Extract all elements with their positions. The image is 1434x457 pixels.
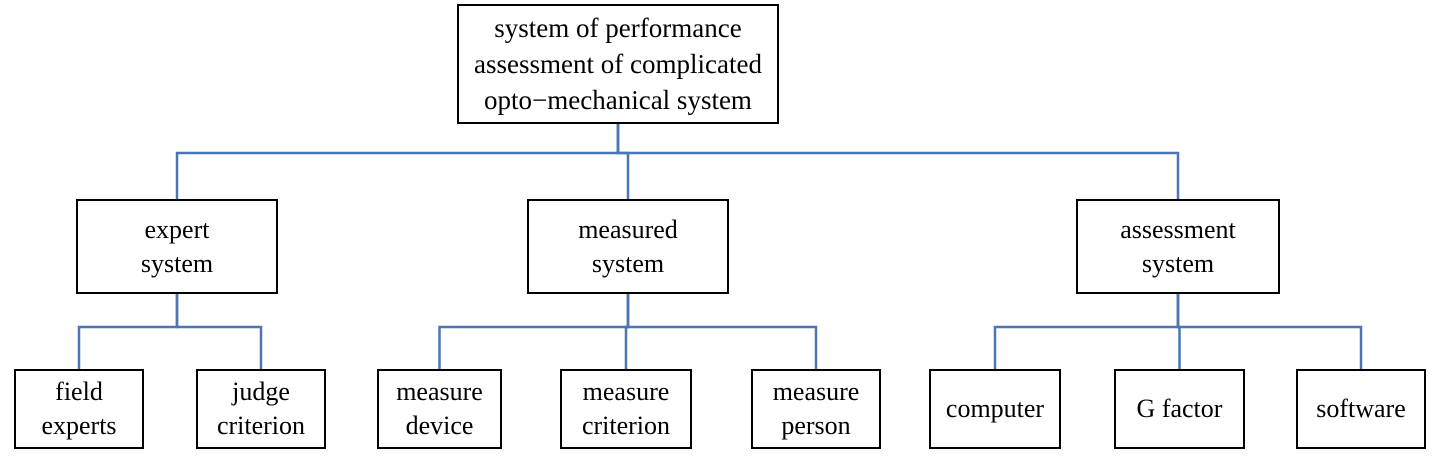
computer-node: computer xyxy=(929,369,1061,449)
software-node: software xyxy=(1296,369,1426,449)
measure-person-node: measure person xyxy=(751,369,881,449)
connector-root-to-measured-system xyxy=(616,124,630,199)
measure-device-node: measure device xyxy=(377,369,502,449)
connector-measured-system-to-measure-device xyxy=(438,294,630,369)
connector-expert-system-to-judge-criterion xyxy=(175,294,263,369)
g-factor-node: G factor xyxy=(1114,369,1245,449)
connector-assessment-system-to-computer xyxy=(993,294,1180,369)
connector-root-to-expert-system xyxy=(175,124,620,199)
connector-expert-system-to-field-experts xyxy=(77,294,179,369)
connector-assessment-system-to-software xyxy=(1176,294,1363,369)
field-experts-node: field experts xyxy=(14,369,144,449)
measure-criterion-node: measure criterion xyxy=(560,369,692,449)
measured-system-node: measured system xyxy=(527,199,729,294)
root-node: system of performance assessment of comp… xyxy=(457,4,779,124)
assessment-system-node: assessment system xyxy=(1076,199,1280,294)
judge-criterion-node: judge criterion xyxy=(196,369,326,449)
expert-system-node: expert system xyxy=(76,199,278,294)
connector-root-to-assessment-system xyxy=(616,124,1180,199)
connector-measured-system-to-measure-person xyxy=(626,294,818,369)
